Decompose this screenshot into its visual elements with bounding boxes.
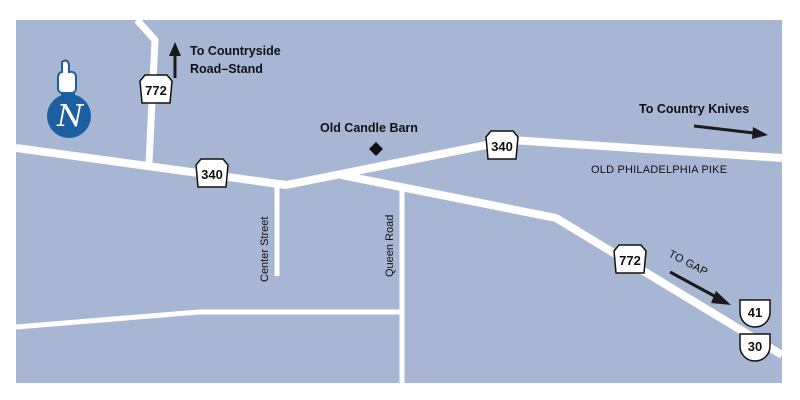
road-lower-crossroad: [16, 309, 402, 330]
road-label-queen-road: Queen Road: [384, 214, 396, 277]
road-pa772-southeast: [340, 171, 782, 359]
diamond-marker-icon: [369, 142, 383, 156]
destination-countryside-line1: To Countryside: [190, 44, 281, 58]
us-shield-41: 41: [738, 297, 772, 329]
pa-shield-340-west: 340: [195, 157, 229, 189]
road-pa772-north: [134, 20, 159, 164]
road-label-old-philadelphia-pike: OLD PHILADELPHIA PIKE: [591, 164, 728, 176]
shield-number: 772: [145, 83, 167, 98]
arrow-east-icon: [693, 124, 768, 139]
road-pa340: [16, 136, 782, 189]
shield-number: 340: [201, 167, 223, 182]
pa-shield-772-north: 772: [139, 73, 173, 105]
us-shield-30: 30: [738, 331, 772, 363]
logo-letter: N: [57, 99, 84, 134]
destination-country-knives: To Country Knives: [639, 102, 750, 116]
shield-number: 41: [747, 305, 763, 320]
shield-number: 340: [491, 139, 513, 154]
pa-shield-772-south: 772: [613, 243, 647, 275]
shield-number: 772: [619, 253, 641, 268]
road-network: [16, 20, 782, 383]
road-label-center-street: Center Street: [259, 216, 271, 282]
arrow-southeast-icon: [669, 270, 731, 305]
map-frame: N 772 340 340 772 41 30 To Countryside R…: [16, 20, 782, 383]
shield-number: 30: [747, 339, 763, 354]
arrow-north-icon: [169, 42, 181, 78]
landmark-old-candle-barn: Old Candle Barn: [320, 121, 418, 135]
pa-shield-340-east: 340: [485, 129, 519, 161]
hand-pointer-logo-icon: N: [42, 58, 96, 142]
destination-countryside-line2: Road–Stand: [190, 62, 263, 76]
